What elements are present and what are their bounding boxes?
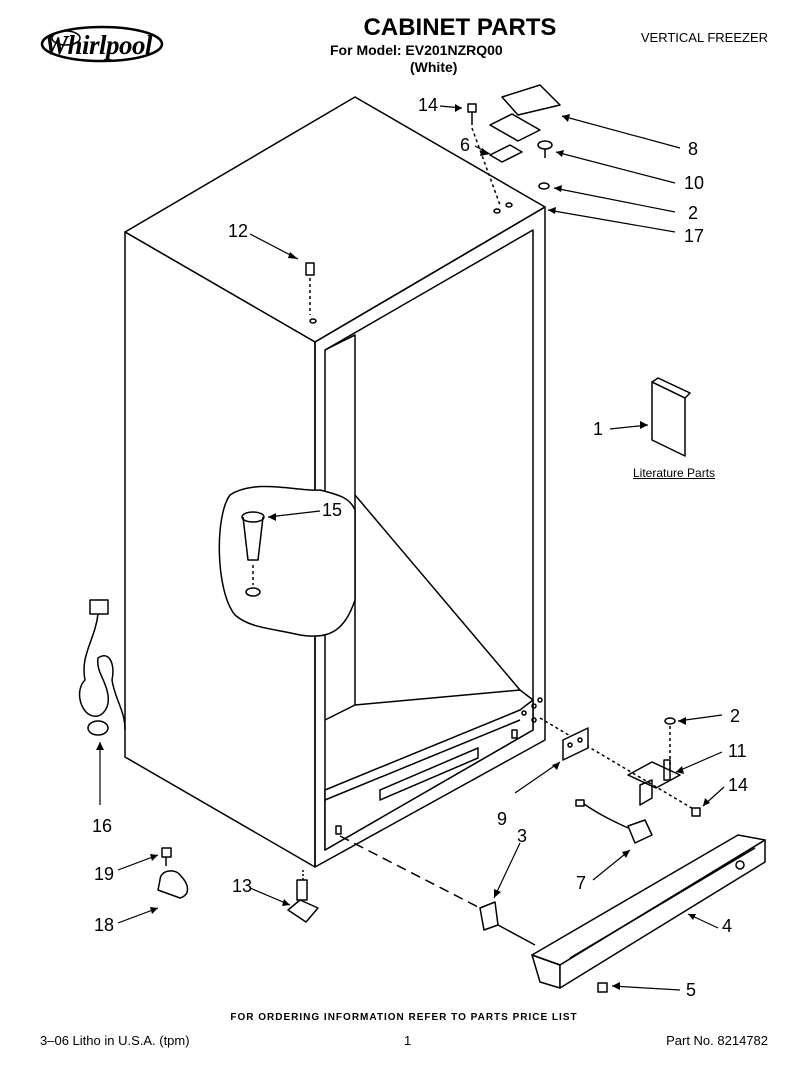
part-18-clamp bbox=[157, 870, 189, 899]
callout-18: 18 bbox=[94, 915, 115, 935]
callout-2-top: 2 bbox=[688, 203, 699, 223]
callout-4: 4 bbox=[722, 916, 733, 936]
callout-15: 15 bbox=[322, 500, 343, 520]
top-hinge-assembly bbox=[467, 84, 561, 206]
callout-13: 13 bbox=[232, 876, 253, 896]
callout-19: 19 bbox=[94, 864, 115, 884]
model-color: (White) bbox=[410, 59, 458, 75]
part-19-screw bbox=[161, 847, 172, 866]
callout-17: 17 bbox=[684, 226, 705, 246]
bottom-hinge-assembly bbox=[539, 717, 701, 817]
callout-10: 10 bbox=[684, 173, 705, 193]
model-number: For Model: EV201NZRQ00 bbox=[330, 42, 503, 58]
part-13-leveling-leg bbox=[287, 870, 319, 923]
callout-3: 3 bbox=[517, 826, 528, 846]
literature-parts-label: Literature Parts bbox=[633, 466, 716, 480]
whirlpool-logo-swirl bbox=[40, 25, 164, 63]
part-9-bracket bbox=[562, 727, 589, 761]
part-16-power-cord bbox=[78, 599, 126, 736]
callout-14-bottom: 14 bbox=[728, 775, 749, 795]
callout-2-bottom: 2 bbox=[730, 706, 741, 726]
litho-info: 3–06 Litho in U.S.A. (tpm) bbox=[40, 1033, 190, 1048]
callout-16: 16 bbox=[92, 816, 113, 836]
callout-8: 8 bbox=[688, 139, 699, 159]
callout-12: 12 bbox=[228, 221, 249, 241]
page-title: CABINET PARTS bbox=[363, 14, 557, 41]
product-category: VERTICAL FREEZER bbox=[640, 30, 768, 45]
page-number: 1 bbox=[404, 1033, 412, 1048]
part-12-plug bbox=[305, 262, 315, 315]
callout-9: 9 bbox=[497, 809, 508, 829]
brand-logo-text: Whirlpool bbox=[44, 30, 153, 60]
cutaway-bubble bbox=[218, 485, 356, 637]
cabinet-shell bbox=[124, 96, 546, 868]
part-5-screw bbox=[597, 982, 608, 993]
callout-1: 1 bbox=[593, 419, 604, 439]
callout-5: 5 bbox=[686, 980, 697, 1000]
part-1-literature bbox=[651, 377, 691, 457]
callout-7: 7 bbox=[576, 873, 587, 893]
leader-arrowheads bbox=[96, 104, 710, 990]
part-3-clip bbox=[339, 835, 536, 946]
callout-6: 6 bbox=[460, 135, 471, 155]
callout-14-top: 14 bbox=[418, 95, 439, 115]
part-7-switch bbox=[575, 799, 653, 844]
part-number: Part No. 8214782 bbox=[666, 1033, 768, 1048]
ordering-note: FOR ORDERING INFORMATION REFER TO PARTS … bbox=[230, 1012, 578, 1023]
callout-11: 11 bbox=[728, 741, 747, 761]
part-15-drain-tube bbox=[241, 511, 265, 597]
part-4-toe-grille bbox=[531, 834, 766, 989]
